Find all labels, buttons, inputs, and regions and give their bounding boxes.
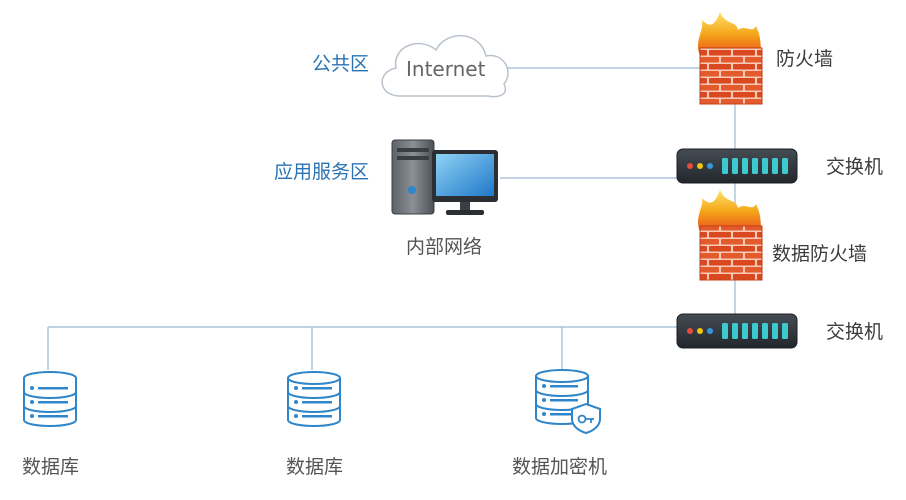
db1-label: 数据库 [22,456,80,478]
data-firewall-icon [698,190,763,281]
data-firewall-label: 数据防火墙 [772,243,868,265]
database-icon [23,371,77,427]
zone-label-public: 公共区 [312,53,370,75]
firewall-label: 防火墙 [776,48,834,70]
database-icon [287,371,341,427]
key-shield-icon [571,402,601,435]
switch-icon [676,148,798,184]
switch-bottom-label: 交换机 [826,321,884,343]
connection-lines [47,67,736,370]
encrypted-database-icon [535,369,601,435]
cloud-icon [381,35,509,98]
workstation-label: 内部网络 [406,236,483,258]
zone-label-app: 应用服务区 [274,161,370,183]
internet-label: Internet [406,57,486,81]
db2-label: 数据库 [286,456,344,478]
firewall-icon [698,12,763,105]
switch-icon [676,313,798,349]
switch-top-label: 交换机 [826,156,884,178]
db-encrypt-label: 数据加密机 [512,456,608,478]
computer-icon [391,139,498,215]
